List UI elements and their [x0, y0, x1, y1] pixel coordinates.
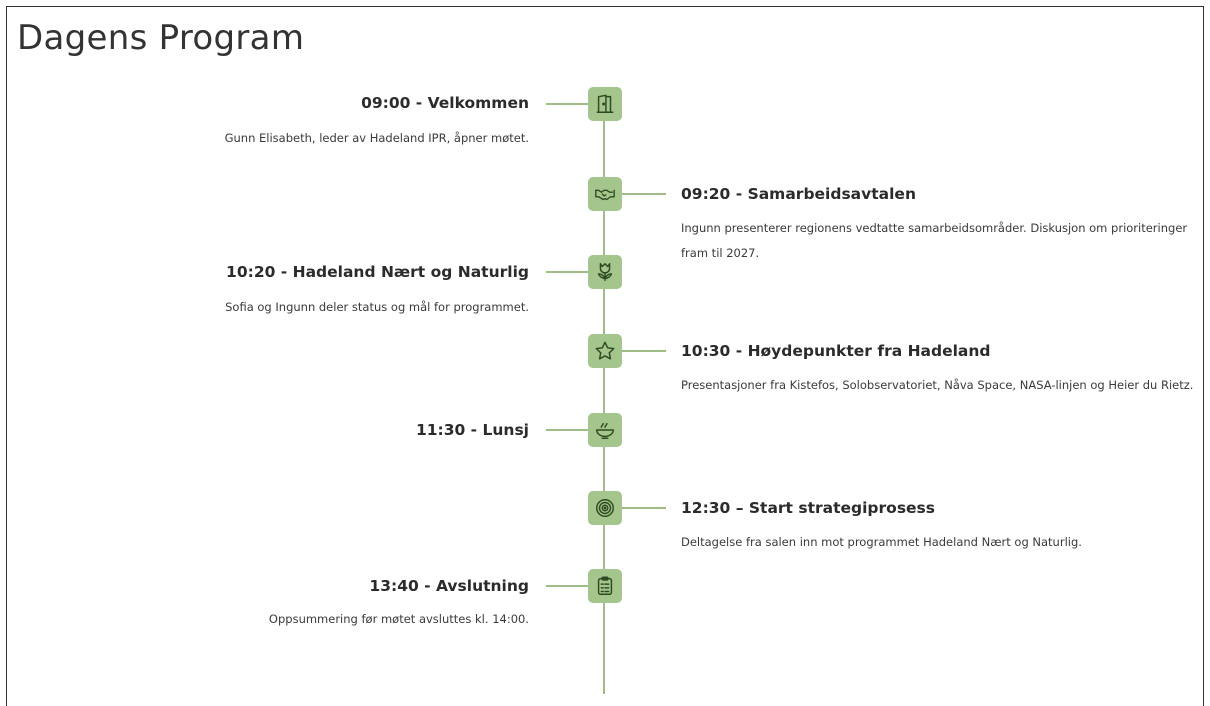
- timeline-connector-4: [622, 350, 666, 352]
- tulip-icon: [597, 263, 613, 281]
- timeline-axis: [603, 104, 605, 694]
- timeline-node-7: [588, 569, 622, 603]
- timeline-connector-3: [546, 271, 588, 273]
- event-desc-3: Sofia og Ingunn deler status og mål for …: [225, 300, 529, 314]
- door-icon: [596, 94, 614, 113]
- event-desc-2: Ingunn presenterer regionens vedtatte sa…: [681, 221, 1188, 260]
- event-desc-4: Presentasjoner fra Kistefos, Solobservat…: [681, 378, 1194, 392]
- event-desc-6: Deltagelse fra salen inn mot programmet …: [681, 535, 1082, 549]
- page-frame: [6, 6, 1204, 706]
- timeline-connector-6: [622, 507, 666, 509]
- timeline-node-3: [588, 255, 622, 289]
- handshake-icon: [595, 189, 615, 201]
- timeline-node-1: [588, 87, 622, 121]
- timeline-connector-1: [546, 103, 588, 105]
- event-title-4: 10:30 - Høydepunkter fra Hadeland: [681, 342, 991, 360]
- target-icon: [596, 499, 614, 517]
- timeline-connector-7: [546, 585, 588, 587]
- timeline-node-2: [588, 177, 622, 211]
- clipboard-icon: [597, 576, 613, 595]
- star-icon: [595, 341, 615, 360]
- timeline-connector-2: [622, 193, 666, 195]
- timeline-node-6: [588, 491, 622, 525]
- event-title-3: 10:20 - Hadeland Nært og Naturlig: [226, 263, 529, 281]
- page-title: Dagens Program: [17, 18, 305, 58]
- event-title-5: 11:30 - Lunsj: [415, 421, 529, 439]
- event-title-6: 12:30 – Start strategiprosess: [681, 499, 936, 517]
- timeline-node-5: [588, 413, 622, 447]
- timeline-node-4: [588, 334, 622, 368]
- event-title-1: 09:00 - Velkommen: [361, 94, 529, 112]
- event-desc-1: Gunn Elisabeth, leder av Hadeland IPR, å…: [224, 131, 529, 145]
- bowl-icon: [596, 422, 614, 439]
- timeline-connector-5: [546, 429, 588, 431]
- event-desc-7: Oppsummering før møtet avsluttes kl. 14:…: [268, 612, 529, 626]
- event-title-7: 13:40 - Avslutning: [369, 577, 529, 595]
- event-title-2: 09:20 - Samarbeidsavtalen: [681, 185, 916, 203]
